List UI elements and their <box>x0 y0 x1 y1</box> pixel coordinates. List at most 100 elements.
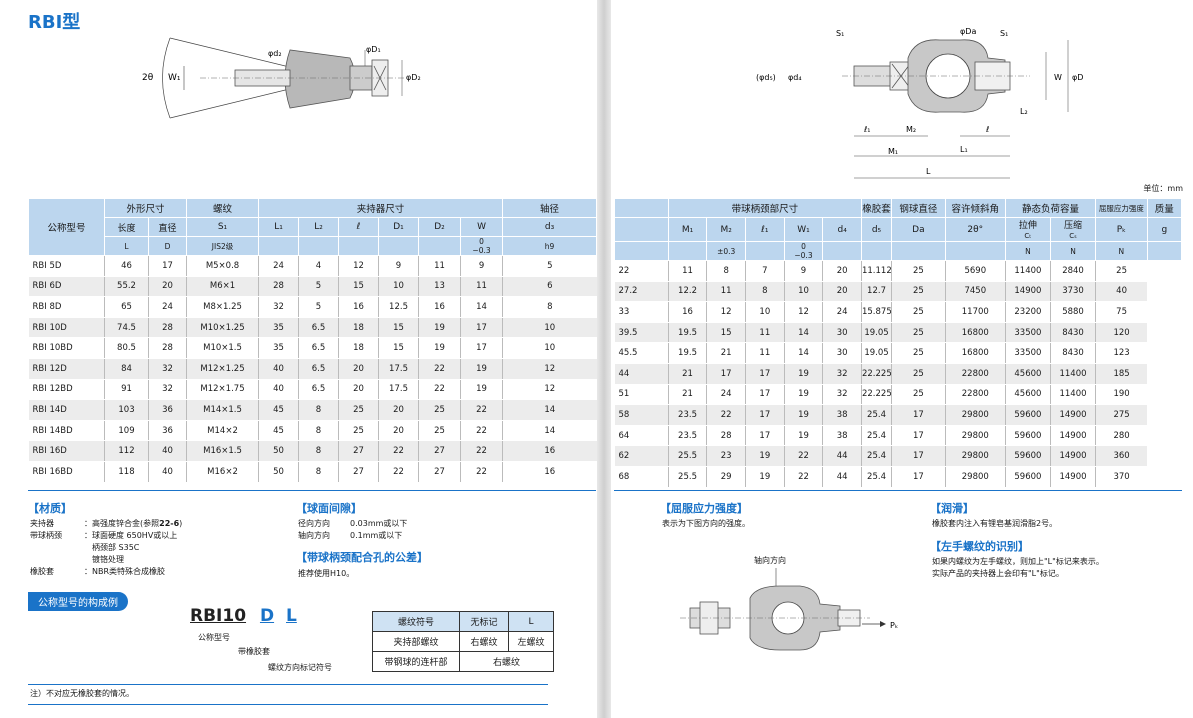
d5-label: (φd₅) <box>756 73 776 82</box>
col-neck: 带球柄颈部尺寸 <box>667 198 862 218</box>
table-cell: 19 <box>783 425 823 447</box>
table-cell: RBI 12BD <box>28 379 105 401</box>
table-cell: 18 <box>338 317 379 339</box>
table-cell: 22 <box>460 461 503 483</box>
table-cell: 5690 <box>944 260 1006 282</box>
table-cell: 17 <box>745 404 785 426</box>
col-d3: d₃ <box>502 217 598 237</box>
table-cell: 51 <box>614 384 669 406</box>
table-cell: 14900 <box>1049 404 1096 426</box>
d1-label: φD₁ <box>366 45 381 54</box>
table-cell: RBI 16D <box>28 440 105 462</box>
material-row: 橡胶套：NBR类特殊合成橡胶 <box>30 567 166 576</box>
table-cell: 25 <box>891 260 946 282</box>
table-cell: 25.4 <box>860 425 892 447</box>
table-cell: 12.5 <box>378 296 419 318</box>
table-cell: 185 <box>1095 363 1148 385</box>
table-cell: 11700 <box>944 301 1006 323</box>
table-cell: 6.5 <box>298 358 339 380</box>
table-cell: 13 <box>418 276 461 298</box>
table-cell: 17 <box>745 425 785 447</box>
table-cell: 22.225 <box>860 363 892 385</box>
table-cell: 58 <box>614 404 669 426</box>
table-cell: 40 <box>258 379 299 401</box>
da-label: φDa <box>960 27 976 36</box>
table-cell: M12×1.75 <box>186 379 259 401</box>
l2-label: L₂ <box>1020 107 1028 116</box>
table-cell: 36 <box>147 420 187 442</box>
material-row: 镀铬处理 <box>92 555 124 564</box>
table-cell: 11 <box>745 322 785 344</box>
example-badge: 公称型号的构成例 <box>28 592 128 611</box>
table-cell: 11 <box>418 255 461 277</box>
table-cell: 38 <box>822 404 862 426</box>
table-cell: 118 <box>104 461 149 483</box>
table-cell: 16 <box>502 461 597 483</box>
lube-title: 【润滑】 <box>930 502 974 515</box>
page-spine <box>597 0 611 718</box>
table-cell: 11400 <box>1004 260 1051 282</box>
table-cell: 27.2 <box>614 281 669 303</box>
table-cell: 7 <box>745 260 785 282</box>
table-cell: 17 <box>147 255 187 277</box>
table-cell: 16 <box>418 296 461 318</box>
table-cell: 12 <box>502 379 597 401</box>
table-cell: 25 <box>1095 260 1148 282</box>
col-l: ℓ <box>338 217 380 237</box>
l1-label: ℓ₁ <box>863 125 871 134</box>
col-n2: N <box>1049 241 1097 261</box>
table-cell: 16800 <box>944 322 1006 344</box>
page-title: RBI型 <box>28 12 81 33</box>
col-ball: 钢球直径 <box>891 198 946 218</box>
table-cell: 44 <box>614 363 669 385</box>
table-cell: RBI 5D <box>28 255 105 277</box>
table-cell: 24 <box>706 384 746 406</box>
table-cell: 10 <box>783 281 823 303</box>
table-cell: M16×2 <box>186 461 259 483</box>
table-cell: 29800 <box>944 466 1006 488</box>
table-cell: 38 <box>822 425 862 447</box>
table-cell: 11 <box>667 260 707 282</box>
col-l2: L₂ <box>298 217 340 237</box>
yield-text: 表示为下图方向的强度。 <box>662 519 750 528</box>
example-label-thread: 螺纹方向标记符号 <box>268 663 332 672</box>
table-cell: 5 <box>298 296 339 318</box>
table-cell: 9 <box>783 260 823 282</box>
table-cell: 5 <box>298 276 339 298</box>
table-cell: 17 <box>460 317 503 339</box>
table-cell: 35 <box>258 317 299 339</box>
col-thread: 螺纹 <box>186 198 260 218</box>
clearance-title: 【球面间隙】 <box>296 502 362 515</box>
d2-label: φD₂ <box>406 73 421 82</box>
note-text: 注）不对应无橡胶套的情况。 <box>30 689 134 698</box>
table-cell: 8 <box>298 461 339 483</box>
col-d5: d₅ <box>860 217 893 242</box>
table-cell: 17.5 <box>378 358 419 380</box>
lefthand-text-1: 如果内螺纹为左手螺纹，则加上"L"标记来表示。 <box>932 557 1104 566</box>
table-cell: M16×1.5 <box>186 440 259 462</box>
table-cell: 20 <box>822 281 862 303</box>
material-row: 柄颈部 S35C <box>92 543 140 552</box>
table-cell: 14 <box>502 420 597 442</box>
col-w1: W₁ <box>783 217 824 242</box>
table-cell: 10 <box>745 301 785 323</box>
table-cell: 22 <box>418 358 461 380</box>
table-cell: 20 <box>378 420 419 442</box>
d-label: φD <box>1072 73 1083 82</box>
material-title: 【材质】 <box>28 502 72 515</box>
table-cell: 25.5 <box>667 466 707 488</box>
col-2theta: 2θ° <box>944 217 1006 242</box>
table-cell: 23 <box>706 445 746 467</box>
table-cell: 33500 <box>1004 342 1051 364</box>
table-cell: 17 <box>891 425 946 447</box>
table-cell: 112 <box>104 440 149 462</box>
table-cell: 29800 <box>944 445 1006 467</box>
table-cell: 44 <box>822 445 862 467</box>
table-cell: 20 <box>147 276 187 298</box>
table-cell: 40 <box>1095 281 1148 303</box>
